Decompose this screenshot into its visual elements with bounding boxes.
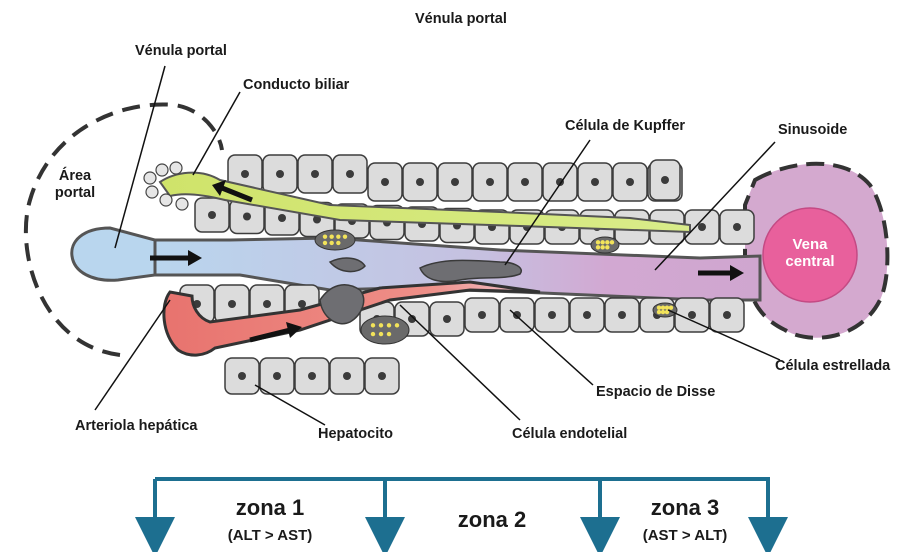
bile-duct-cell [144,172,156,184]
bile-duct-cell [156,164,168,176]
hepatocyte-nucleus [688,311,696,319]
hepatocyte-nucleus [486,178,494,186]
hepatocyte-nucleus [298,300,306,308]
label-celula-estrellada: Célula estrellada [775,358,890,375]
hepatocyte-nucleus [381,178,389,186]
lipid-droplet [605,240,609,244]
label-vena-central-line1: Vena [770,237,850,254]
stellate-cell [591,237,619,253]
hepatocyte-nucleus [276,170,284,178]
label-vena-central: Vena central [770,237,850,270]
hepatocyte-nucleus [451,178,459,186]
hepatocyte-nucleus [733,223,741,231]
label-sinusoide: Sinusoide [778,122,847,139]
bile-duct-cell [146,186,158,198]
lipid-droplet [600,240,604,244]
bile-duct-cell [176,198,188,210]
lipid-droplet [669,305,673,309]
zone-3-subtitle: (AST > ALT) [610,527,760,544]
lipid-droplet [387,323,391,327]
lipid-droplet [657,310,661,314]
hepatocyte-nucleus [378,372,386,380]
hepatocyte-nucleus [311,170,319,178]
lipid-droplet [379,323,383,327]
label-hepatocito: Hepatocito [318,426,393,443]
hepatocyte-nucleus [308,372,316,380]
label-area-portal-line2: portal [45,185,105,202]
lipid-droplet [336,234,340,238]
lipid-droplet [323,234,327,238]
label-area-portal: Área portal [45,168,105,201]
label-celula-endotelial: Célula endotelial [512,426,627,443]
lipid-droplet [596,240,600,244]
hepatocyte-nucleus [478,311,486,319]
hepatocyte-nucleus [583,311,591,319]
stellate-cell [315,230,355,250]
lipid-droplet [329,234,333,238]
hepatocyte-nucleus [278,214,286,222]
label-conducto-biliar: Conducto biliar [243,77,349,94]
diagram-title: Vénula portal [415,11,507,28]
lipid-droplet [596,245,600,249]
hepatocyte-nucleus [238,372,246,380]
lipid-droplet [343,234,347,238]
hepatocyte-nucleus [243,213,251,221]
hepatocyte-nucleus [443,315,451,323]
hepatocyte-nucleus [416,178,424,186]
hepatocyte-nucleus [548,311,556,319]
hepatocyte-nucleus [698,223,706,231]
hepatocyte-nucleus [521,178,529,186]
label-espacio-disse: Espacio de Disse [596,384,715,401]
zone-2-title: zona 2 [422,507,562,533]
hepatocyte-nucleus [346,170,354,178]
zone-1-subtitle: (ALT > AST) [195,527,345,544]
lipid-droplet [329,241,333,245]
lipid-droplet [323,241,327,245]
lipid-droplet [379,332,383,336]
lipid-droplet [661,310,665,314]
lipid-droplet [336,241,340,245]
lipid-droplet [371,323,375,327]
zone-1-title: zona 1 [200,495,340,521]
hepatocyte-nucleus [513,311,521,319]
portal-venule [72,228,155,280]
hepatocyte-nucleus [263,300,271,308]
hepatocyte-nucleus [723,311,731,319]
hepatocyte-nucleus [273,372,281,380]
lipid-droplet [657,305,661,309]
hepatocyte-nucleus [208,211,216,219]
label-area-portal-line1: Área [45,168,105,185]
label-vena-central-line2: central [770,254,850,271]
lipid-droplet [395,323,399,327]
lipid-droplet [600,245,604,249]
hepatocyte-nucleus [241,170,249,178]
label-venula-portal: Vénula portal [135,43,227,60]
hepatocyte-nucleus [591,178,599,186]
lipid-droplet [610,240,614,244]
bile-duct-cell [170,162,182,174]
stellate-cell [361,316,409,344]
lipid-droplet [661,305,665,309]
hepatocyte-nucleus [228,300,236,308]
lipid-droplet [605,245,609,249]
label-celula-kupffer: Célula de Kupffer [565,118,685,135]
hepatocyte-nucleus [626,178,634,186]
lipid-droplet [387,332,391,336]
bile-duct-cell [160,194,172,206]
label-arteriola-hepatica: Arteriola hepática [75,418,198,435]
stellate-cell [653,303,677,317]
lower-hepatocyte-plate [180,285,744,394]
zone-3-title: zona 3 [615,495,755,521]
lipid-droplet [371,332,375,336]
hepatocyte-nucleus [618,311,626,319]
hepatocyte-nucleus [661,176,669,184]
hepatocyte-nucleus [343,372,351,380]
lipid-droplet [665,305,669,309]
